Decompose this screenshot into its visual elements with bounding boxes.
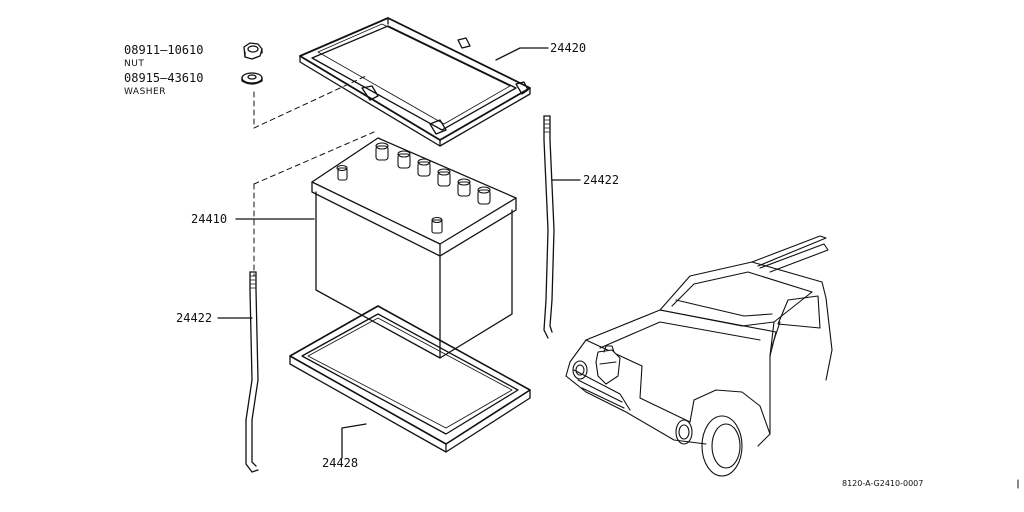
leader-24428	[341, 423, 367, 459]
rod-right-part-number: 24422	[583, 173, 620, 187]
leader-24420	[495, 47, 549, 61]
battery-tray	[289, 305, 531, 453]
washer-part-number: 08915–43610	[124, 71, 204, 85]
rod-left-part-number: 24422	[176, 311, 213, 325]
clamp-part-number: 24420	[550, 41, 587, 55]
hex-nut-icon	[243, 42, 263, 60]
washer-part-name: WASHER	[124, 87, 166, 97]
battery-clamp-frame	[299, 17, 531, 147]
diagram-code: 8120-A-G2410-0007	[842, 479, 924, 488]
nut-part-number: 08911–10610	[124, 43, 204, 57]
tray-part-number: 24428	[322, 456, 359, 470]
battery-body	[311, 137, 517, 359]
car-illustration	[565, 235, 833, 477]
nut-part-name: NUT	[124, 59, 145, 69]
washer-icon	[241, 72, 263, 85]
hold-down-rod-right	[543, 115, 555, 339]
hold-down-rod-left	[245, 271, 259, 473]
battery-part-number: 24410	[191, 212, 228, 226]
alignment-dashes	[253, 75, 375, 277]
